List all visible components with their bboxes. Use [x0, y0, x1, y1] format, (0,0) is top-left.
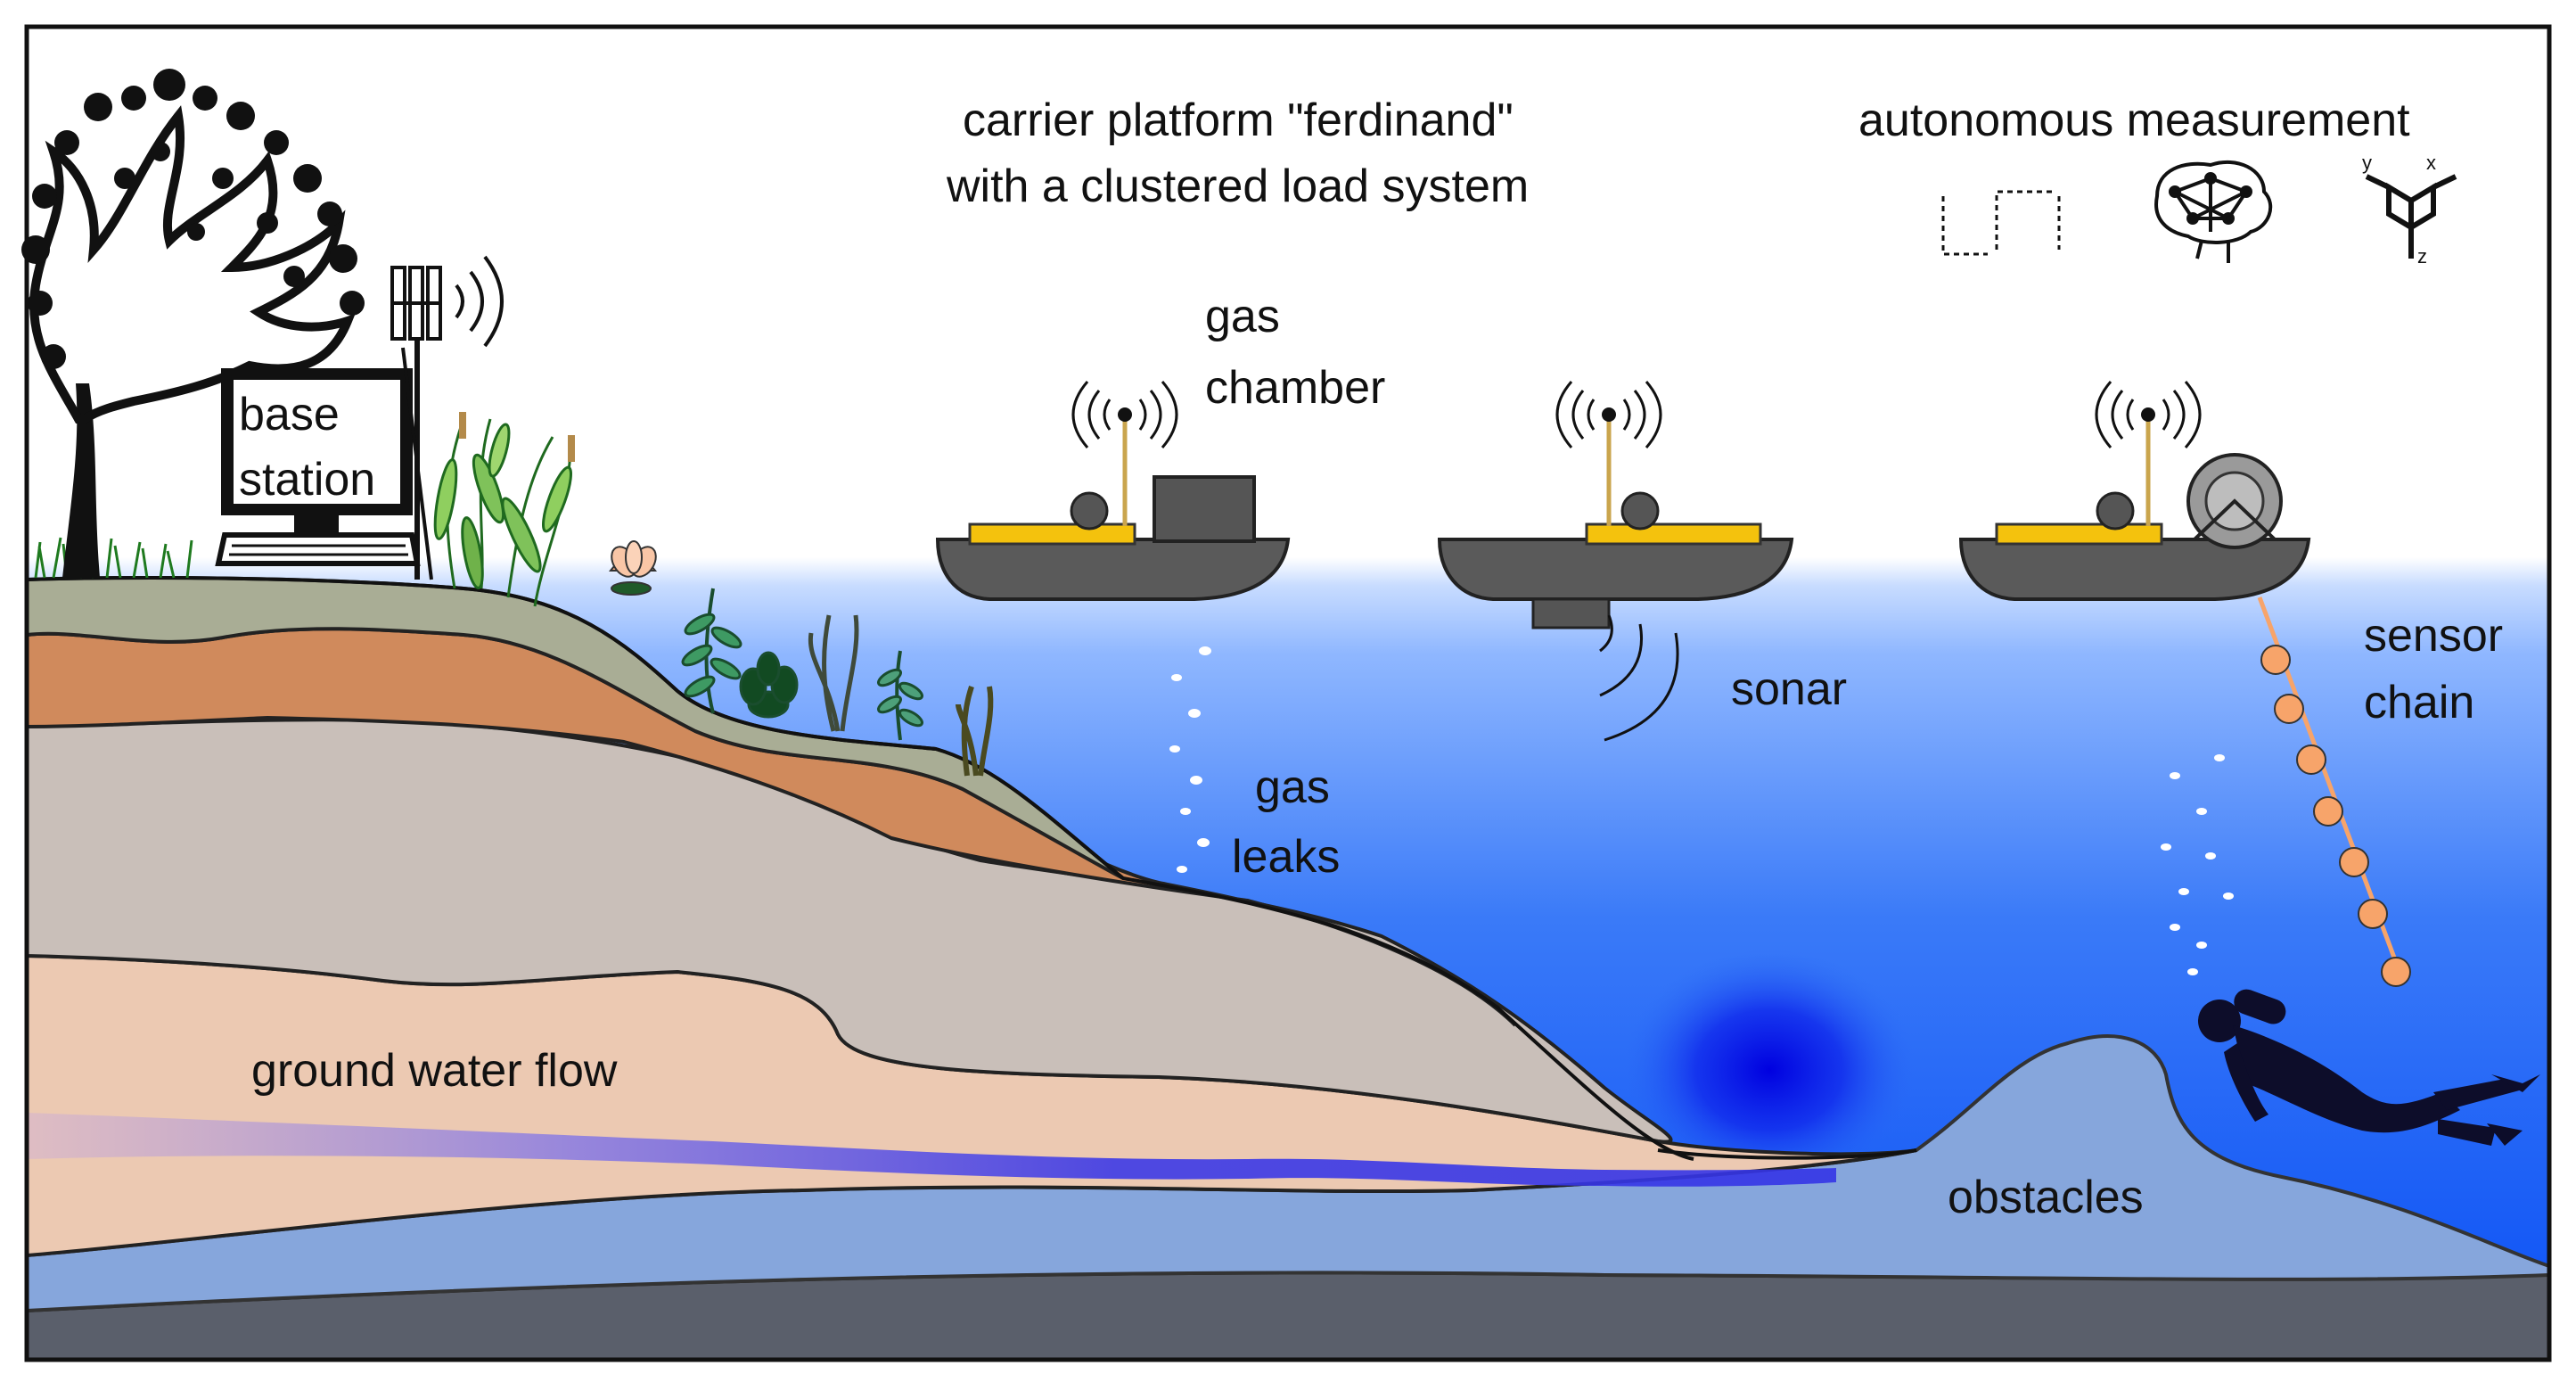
diver-bubbles: [2161, 754, 2234, 975]
sonar-label: sonar: [1731, 663, 1847, 715]
base-station-label-line1: base: [239, 389, 340, 440]
radio-waves-icon: [2095, 381, 2202, 448]
radio-waves-icon: [1555, 381, 1662, 448]
axis-y-label: y: [2362, 152, 2372, 174]
radio-waves-icon: [455, 255, 504, 348]
gray-soil-layer: [25, 718, 1673, 1144]
neural-network-icon: [2154, 160, 2273, 263]
groundwater-flow: [27, 1113, 1836, 1187]
path-pattern-icon: [1941, 190, 2061, 256]
gas-leaks-label-line1: gas: [1255, 761, 1330, 813]
title-line2: with a clustered load system: [946, 160, 1529, 212]
base-station-label-line2: station: [239, 454, 375, 506]
shore-line: [26, 576, 1694, 1161]
sonar-waves: [1599, 614, 1679, 742]
boat-sonar: [1437, 381, 1794, 742]
aquatic-plants: [681, 588, 994, 777]
sonar-hotspot-glow: [1622, 950, 1916, 1190]
autonomous-measurement-label: autonomous measurement: [1858, 95, 2410, 146]
boat-sensor-chain: [1958, 381, 2311, 601]
scuba-diver-icon: [2198, 989, 2540, 1146]
sensor-chain-label-line2: chain: [2364, 677, 2474, 728]
obstacles-label: obstacles: [1948, 1172, 2144, 1223]
gas-chamber-label-line2: chamber: [1205, 362, 1385, 414]
gas-leaks-label-line2: leaks: [1232, 831, 1340, 883]
tree-icon: [21, 69, 365, 578]
radio-waves-icon: [1071, 381, 1178, 448]
boat-gas-chamber: [935, 381, 1291, 601]
reed-plants: [433, 412, 575, 607]
title-line1: carrier platform "ferdinand": [963, 95, 1514, 146]
xyz-axes-icon: [2365, 174, 2457, 259]
axis-x-label: x: [2426, 152, 2436, 174]
gas-chamber-label-line1: gas: [1205, 291, 1280, 342]
diagram-frame: [24, 24, 2552, 1362]
sensor-chain-label-line1: sensor: [2364, 610, 2503, 662]
computer-monitor-icon: [215, 368, 421, 566]
gas-leak-bubbles: [1169, 646, 1211, 873]
ground-water-label: ground water flow: [251, 1045, 618, 1097]
axis-z-label: z: [2417, 245, 2427, 267]
water-lily-icon: [608, 540, 658, 596]
cell-tower-icon: [390, 266, 442, 580]
sensor-chain: [2257, 596, 2411, 987]
lake-bottom-line: [1657, 1148, 1917, 1160]
